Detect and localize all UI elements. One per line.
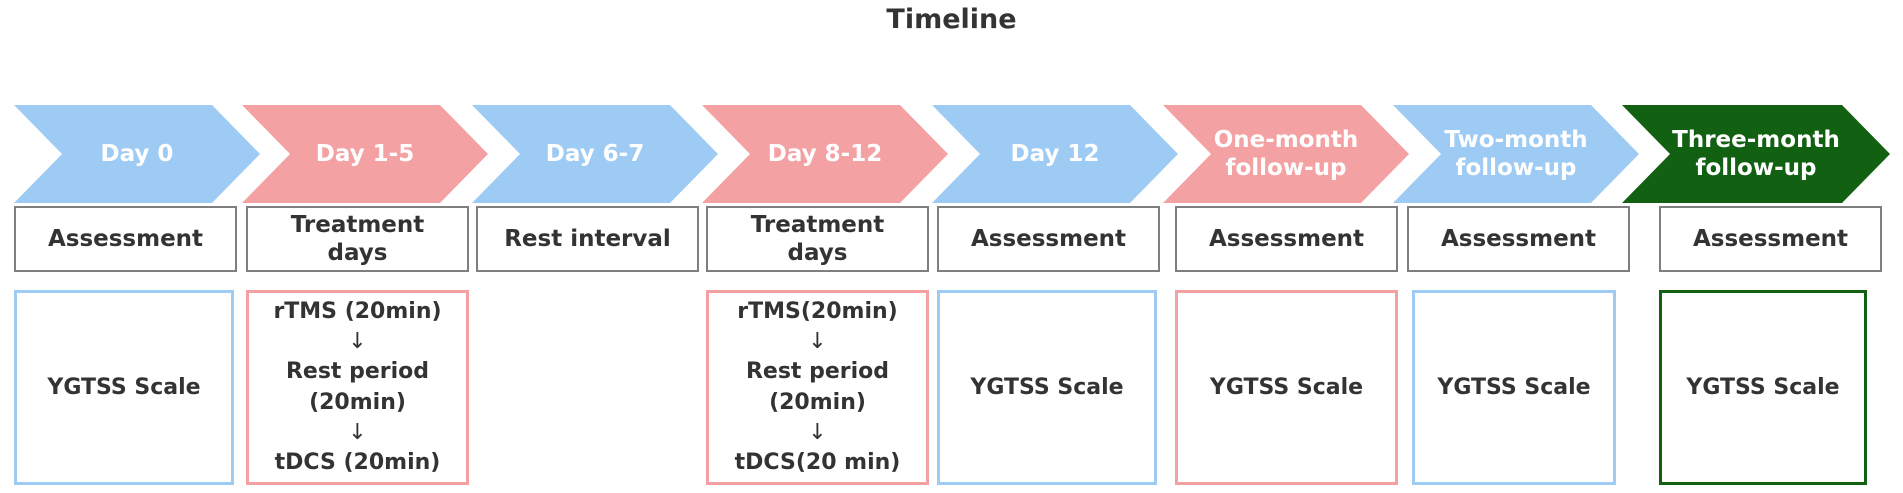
protocol-step-rtms: rTMS(20min) bbox=[737, 299, 898, 324]
stage-box-treatment-days: Treatment days bbox=[706, 206, 929, 272]
stage-chevron bbox=[932, 105, 1178, 203]
stage-label-three-month: Three-month follow-up bbox=[1672, 127, 1840, 181]
stage-chevron bbox=[242, 105, 488, 203]
protocol-step-rest-duration: (20min) bbox=[769, 390, 866, 416]
protocol-step-rest-duration: (20min) bbox=[309, 390, 406, 416]
detail-text: YGTSS Scale bbox=[970, 374, 1124, 400]
detail-box-ygtss: YGTSS Scale bbox=[1659, 290, 1867, 485]
stage-chevron bbox=[1393, 105, 1639, 203]
detail-box-ygtss: YGTSS Scale bbox=[1412, 290, 1616, 485]
detail-box-ygtss: YGTSS Scale bbox=[937, 290, 1157, 485]
detail-text: YGTSS Scale bbox=[47, 374, 201, 400]
down-arrow-icon: ↓ bbox=[348, 420, 367, 446]
stage-box-assessment: Assessment bbox=[937, 206, 1160, 272]
down-arrow-icon: ↓ bbox=[808, 328, 827, 354]
stage-label-day-6-7: Day 6-7 bbox=[545, 141, 645, 167]
stage-box-assessment: Assessment bbox=[1407, 206, 1630, 272]
stage-box-assessment: Assessment bbox=[14, 206, 237, 272]
stage-chevron bbox=[472, 105, 718, 203]
down-arrow-icon: ↓ bbox=[348, 328, 367, 354]
detail-text: YGTSS Scale bbox=[1437, 374, 1591, 400]
detail-box-ygtss: YGTSS Scale bbox=[14, 290, 234, 485]
stage-chevron bbox=[14, 105, 260, 203]
stage-label-day-0: Day 0 bbox=[100, 141, 174, 167]
protocol-step-tdcs: tDCS(20 min) bbox=[734, 449, 901, 475]
protocol-step-rtms: rTMS (20min) bbox=[273, 299, 442, 324]
down-arrow-icon: ↓ bbox=[808, 420, 827, 446]
stage-label-one-month: One-month follow-up bbox=[1213, 127, 1359, 181]
protocol-step-rest: Rest period bbox=[285, 358, 430, 384]
stage-chevron bbox=[702, 105, 948, 203]
protocol-step-rest: Rest period bbox=[745, 358, 890, 384]
stage-label-day-8-12: Day 8-12 bbox=[767, 141, 883, 167]
stage-box-treatment-days: Treatment days bbox=[246, 206, 469, 272]
stage-box-assessment: Assessment bbox=[1175, 206, 1398, 272]
protocol-step-tdcs: tDCS (20min) bbox=[274, 449, 441, 475]
detail-box-treatment-protocol: rTMS(20min) ↓ Rest period (20min) ↓ tDCS… bbox=[706, 290, 929, 485]
detail-box-ygtss: YGTSS Scale bbox=[1175, 290, 1398, 485]
detail-box-treatment-protocol: rTMS (20min) ↓ Rest period (20min) ↓ tDC… bbox=[246, 290, 469, 485]
stage-box-rest-interval: Rest interval bbox=[476, 206, 699, 272]
detail-text: YGTSS Scale bbox=[1686, 374, 1840, 400]
stage-chevron bbox=[1163, 105, 1409, 203]
stage-label-day-12: Day 12 bbox=[1010, 141, 1100, 167]
detail-text: YGTSS Scale bbox=[1209, 374, 1364, 400]
stage-chevron bbox=[1622, 105, 1890, 203]
diagram-title: Timeline bbox=[886, 4, 1017, 35]
stage-label-day-1-5: Day 1-5 bbox=[315, 141, 415, 167]
stage-box-assessment: Assessment bbox=[1659, 206, 1882, 272]
stage-label-two-month: Two-month follow-up bbox=[1444, 127, 1588, 181]
